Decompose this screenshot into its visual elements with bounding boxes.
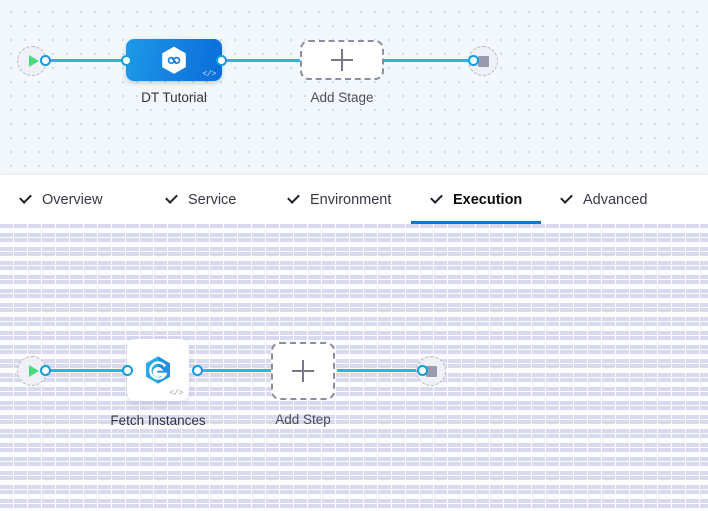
check-icon <box>18 192 33 207</box>
step-node-output-port[interactable] <box>192 365 203 376</box>
tab-advanced[interactable]: Advanced <box>541 175 671 224</box>
check-icon <box>429 192 444 207</box>
edge-start-to-stage <box>43 59 133 62</box>
stage-node-input-port[interactable] <box>121 55 132 66</box>
tab-service-label: Service <box>188 191 237 208</box>
edge-start-to-step <box>43 369 133 372</box>
edge-add-stage-to-end <box>380 59 473 62</box>
plus-icon <box>331 49 353 71</box>
tab-overview-label: Overview <box>42 191 103 208</box>
stop-icon <box>477 55 489 67</box>
tab-advanced-label: Advanced <box>583 191 648 208</box>
edge-add-step-to-end <box>337 369 422 372</box>
stage-node-dt-tutorial[interactable]: </> <box>126 39 222 81</box>
tab-overview[interactable]: Overview <box>0 175 146 224</box>
play-icon <box>28 365 39 377</box>
start-node-output-port[interactable] <box>40 55 51 66</box>
stage-node-output-port[interactable] <box>216 55 227 66</box>
tab-execution[interactable]: Execution <box>411 175 541 224</box>
execution-start-output-port[interactable] <box>40 365 51 376</box>
hexagon-link-icon <box>162 46 186 74</box>
plus-icon <box>292 360 314 382</box>
edge-step-to-add-step <box>195 369 273 372</box>
check-icon <box>286 192 301 207</box>
step-code-badge-icon[interactable]: </> <box>169 387 183 398</box>
execution-end-input-port[interactable] <box>417 365 428 376</box>
check-icon <box>164 192 179 207</box>
stage-node-label: DT Tutorial <box>141 90 207 105</box>
check-icon <box>559 192 574 207</box>
play-icon <box>28 55 39 67</box>
tab-execution-label: Execution <box>453 191 523 208</box>
add-stage-label: Add Stage <box>310 90 374 105</box>
tab-environment-label: Environment <box>310 191 392 208</box>
add-step-button[interactable] <box>271 342 335 400</box>
tab-service[interactable]: Service <box>146 175 268 224</box>
edge-stage-to-add-stage <box>219 59 304 62</box>
harness-hexagon-icon <box>146 356 170 384</box>
step-node-input-port[interactable] <box>122 365 133 376</box>
stop-icon <box>425 365 437 377</box>
step-node-label: Fetch Instances <box>110 413 206 428</box>
add-stage-button[interactable] <box>300 40 384 80</box>
stage-code-badge-icon[interactable]: </> <box>202 68 216 79</box>
tab-active-underline <box>411 221 541 224</box>
tab-environment[interactable]: Environment <box>268 175 411 224</box>
pipeline-stage-canvas[interactable]: </> DT Tutorial Add Stage <box>0 0 708 175</box>
add-step-label: Add Step <box>275 412 331 427</box>
stage-config-tabs[interactable]: Overview Service Environment Execution A… <box>0 175 708 224</box>
execution-step-canvas[interactable]: </> Fetch Instances Add Step <box>0 224 708 511</box>
end-node-input-port[interactable] <box>468 55 479 66</box>
step-node-fetch-instances[interactable]: </> <box>127 339 189 401</box>
